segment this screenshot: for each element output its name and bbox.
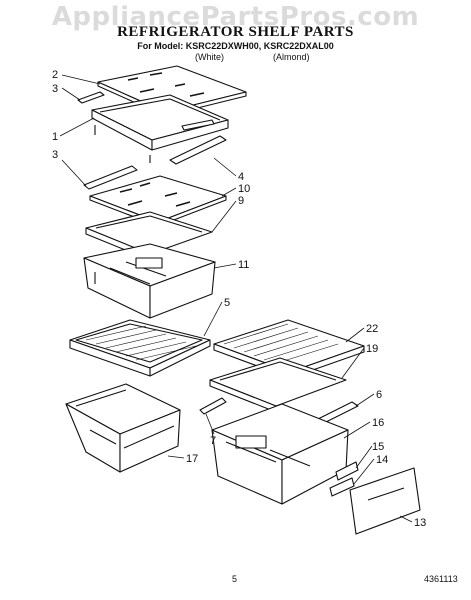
callout-19: 19 — [366, 343, 378, 355]
part-3-trim-strip-middle — [83, 165, 138, 190]
part-5-glass-shelf-left — [69, 319, 211, 377]
model-numbers: For Model: KSRC22DXWH00, KSRC22DXAL00 — [137, 41, 334, 51]
page-title: REFRIGERATOR SHELF PARTS — [117, 24, 354, 40]
part-17-crisper-drawer-left — [65, 383, 181, 473]
callout-5: 5 — [224, 297, 230, 309]
callout-9: 9 — [238, 195, 244, 207]
callout-labels: 2 3 1 3 4 10 9 11 5 22 19 6 7 16 15 14 1… — [52, 69, 426, 529]
callout-3-middle: 3 — [52, 149, 58, 161]
part-1-shelf-frame-top — [91, 94, 229, 163]
callout-4: 4 — [238, 171, 244, 183]
callout-22: 22 — [366, 323, 378, 335]
callout-17: 17 — [186, 453, 198, 465]
document-code: 4361113 — [424, 574, 458, 584]
callout-14: 14 — [376, 454, 388, 466]
watermark: AppliancePartsPros.com — [51, 2, 420, 32]
leader-lines — [59, 74, 413, 523]
callout-2: 2 — [52, 69, 58, 81]
part-11-crisper-pan — [83, 243, 216, 319]
callout-6: 6 — [376, 389, 382, 401]
part-19-shelf-frame-right — [209, 357, 347, 413]
part-7-slide-rail — [199, 397, 227, 415]
page-number: 5 — [232, 574, 238, 584]
callout-3-top: 3 — [52, 83, 58, 95]
part-16-crisper-drawer-right — [211, 403, 349, 505]
callout-16: 16 — [372, 417, 384, 429]
callout-15: 15 — [372, 441, 384, 453]
callout-7: 7 — [210, 435, 216, 447]
part-14-drawer-slide — [329, 477, 355, 497]
callout-11: 11 — [238, 259, 249, 271]
variant-almond-label: (Almond) — [273, 52, 310, 62]
part-13-drawer-front — [349, 467, 421, 535]
part-3-trim-strip-top — [77, 91, 105, 104]
part-4-rails — [169, 119, 227, 165]
callout-10: 10 — [238, 183, 250, 195]
part-10-glass-shelf-middle — [89, 175, 227, 227]
callout-1: 1 — [52, 131, 58, 143]
part-15-drawer-slide — [335, 461, 359, 481]
callout-13: 13 — [414, 517, 426, 529]
variant-white-label: (White) — [195, 52, 224, 62]
